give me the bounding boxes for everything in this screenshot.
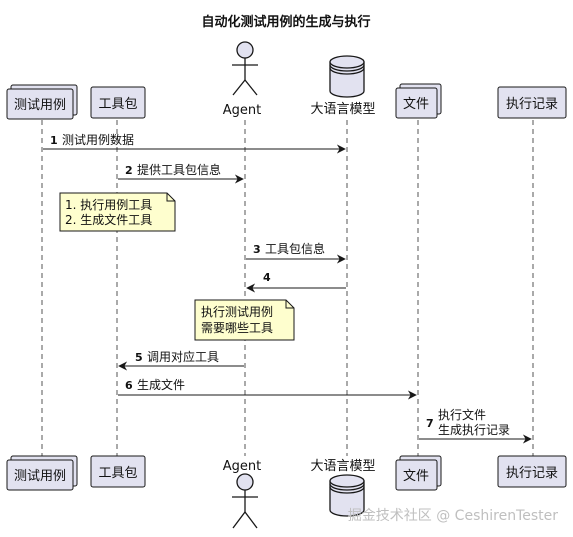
participant-log-bottom: 执行记录 — [497, 455, 567, 488]
participant-label: 测试用例 — [14, 98, 66, 113]
message-number: 6 — [125, 379, 133, 392]
message-3: 3 工具包信息 — [246, 241, 346, 264]
database-icon — [329, 55, 365, 98]
message-label: 测试用例数据 — [62, 132, 134, 147]
participant-label: 大语言模型 — [310, 459, 375, 474]
database-icon — [329, 474, 365, 517]
participant-label: Agent — [223, 103, 261, 118]
message-label: 执行文件 — [438, 407, 486, 422]
message-2: 2 提供工具包信息 — [118, 162, 244, 184]
note-agent: 执行测试用例 需要哪些工具 — [194, 299, 295, 341]
note-line: 需要哪些工具 — [201, 321, 273, 335]
participant-label: 文件 — [403, 97, 429, 112]
message-label: 生成执行记录 — [438, 423, 510, 437]
note-toolkit: 1. 执行用例工具 2. 生成文件工具 — [59, 192, 176, 232]
message-number: 5 — [135, 351, 143, 364]
watermark: 掘金技术社区 @ CeshirenTester — [348, 508, 558, 524]
note-line: 2. 生成文件工具 — [65, 212, 152, 227]
message-number: 1 — [50, 134, 58, 147]
participant-llm-top: 大语言模型 — [310, 55, 376, 117]
participant-label: 执行记录 — [506, 97, 558, 112]
message-4: 4 — [246, 271, 346, 293]
message-number: 2 — [125, 164, 133, 177]
message-number: 7 — [426, 417, 434, 430]
participant-label: 文件 — [403, 469, 429, 484]
participant-toolkit-bottom: 工具包 — [90, 455, 146, 488]
diagram-title: 自动化测试用例的生成与执行 — [201, 14, 370, 30]
message-1: 1 测试用例数据 — [43, 132, 346, 154]
message-number: 3 — [253, 243, 261, 256]
message-label: 调用对应工具 — [147, 349, 219, 364]
participant-label: 执行记录 — [506, 466, 558, 481]
participant-agent-top: Agent — [223, 41, 261, 118]
participant-testcase-top: 测试用例 — [6, 84, 78, 120]
participant-label: 工具包 — [98, 466, 137, 481]
participant-agent-bottom: Agent — [223, 459, 261, 529]
note-line: 1. 执行用例工具 — [65, 198, 152, 212]
note-line: 执行测试用例 — [201, 304, 273, 319]
participant-label: 测试用例 — [14, 469, 66, 484]
lifelines — [41, 120, 534, 456]
participant-testcase-bottom: 测试用例 — [6, 455, 78, 491]
message-6: 6 生成文件 — [118, 377, 417, 400]
message-number: 4 — [263, 271, 271, 284]
actor-icon — [232, 41, 258, 96]
message-label: 提供工具包信息 — [137, 162, 221, 177]
participant-label: Agent — [223, 459, 261, 474]
participant-label: 工具包 — [98, 97, 137, 112]
actor-icon — [232, 473, 258, 529]
participant-file-bottom: 文件 — [395, 455, 442, 491]
participant-log-top: 执行记录 — [497, 86, 567, 119]
participant-llm-bottom: 大语言模型 — [310, 459, 376, 517]
participant-toolkit-top: 工具包 — [90, 86, 146, 119]
participant-file-top: 文件 — [395, 83, 442, 119]
participant-label: 大语言模型 — [310, 102, 375, 117]
message-label: 工具包信息 — [265, 241, 325, 256]
message-label: 生成文件 — [137, 377, 185, 392]
message-5: 5 调用对应工具 — [118, 349, 244, 371]
message-7: 7 执行文件 生成执行记录 — [419, 407, 532, 444]
